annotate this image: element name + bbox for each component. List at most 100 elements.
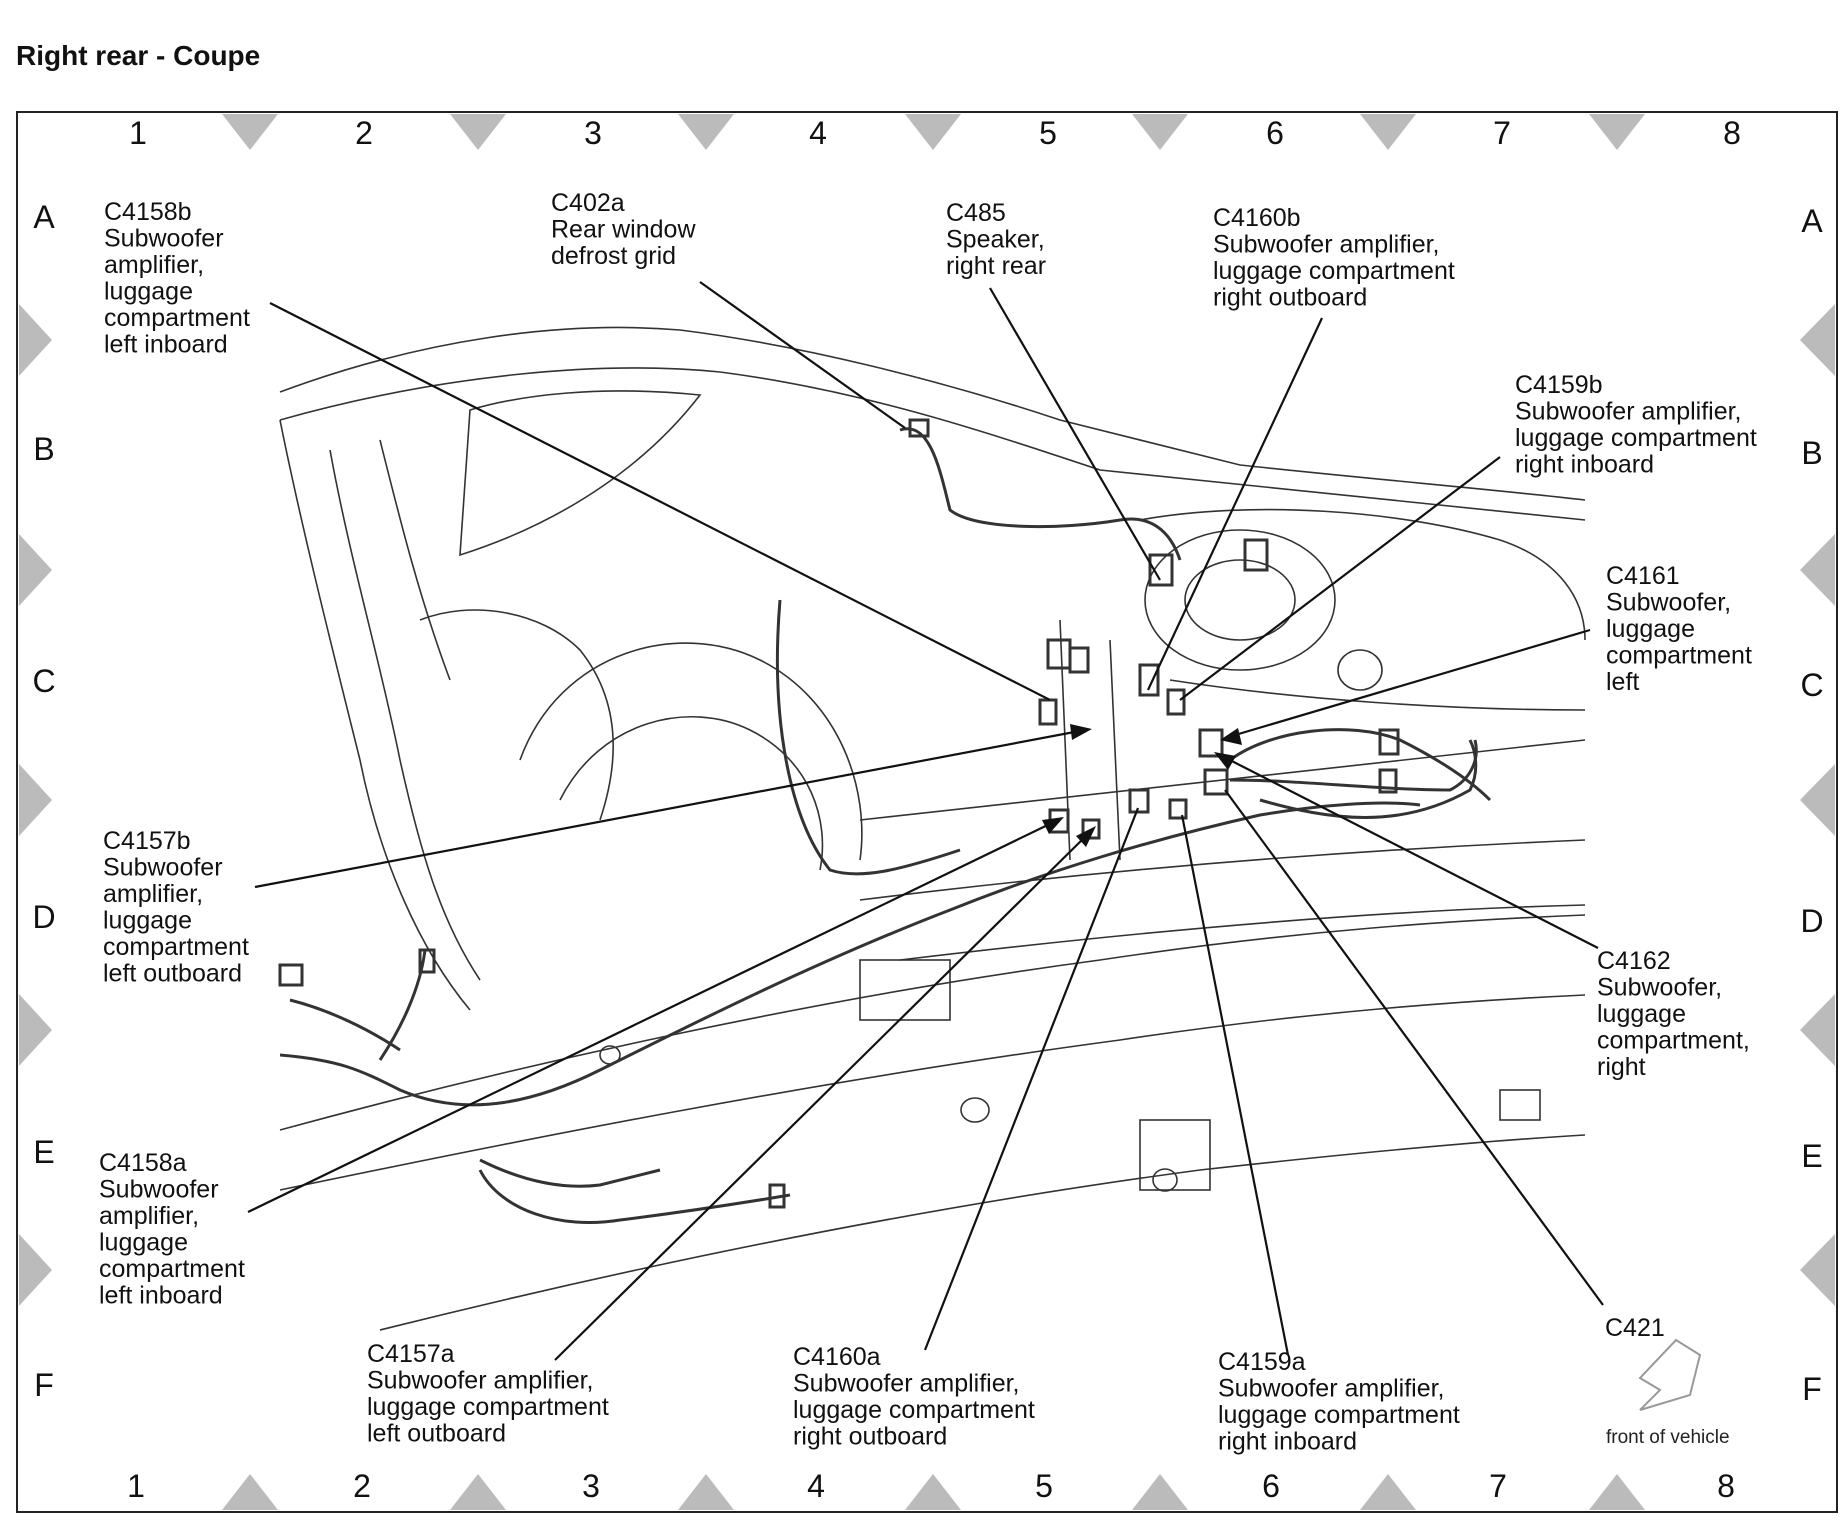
left-quarter-panel — [279, 419, 471, 1011]
grid-marker-left — [19, 304, 52, 376]
callout-description-line: right outboard — [1213, 284, 1367, 312]
callout-description-line: Subwoofer — [104, 225, 224, 253]
grid-row-left-C: C — [32, 663, 55, 699]
grid-marker-top — [905, 114, 961, 150]
leader-c4158a — [247, 819, 1059, 1213]
callout-description-line: left outboard — [103, 960, 242, 988]
grid-column-top-1: 1 — [129, 115, 147, 151]
leader-c4160a — [923, 807, 1140, 1351]
rear-window-glass — [459, 390, 702, 557]
grid-column-bottom-2: 2 — [353, 1468, 371, 1504]
leader-lines — [247, 281, 1604, 1361]
callout-description-line: left outboard — [367, 1420, 506, 1448]
arrowhead-c4157b — [1070, 724, 1092, 740]
grid-column-top-8: 8 — [1723, 115, 1741, 151]
callout-description-line: compartment — [103, 933, 249, 961]
grid-column-bottom-3: 3 — [582, 1468, 600, 1504]
callout-c4158a: C4158aSubwooferamplifier,luggagecompartm… — [99, 1149, 245, 1310]
callout-description-line: luggage — [99, 1229, 188, 1257]
wiring-harness — [278, 418, 1492, 1225]
grid-row-right-C: C — [1800, 667, 1823, 703]
callout-description-line: amplifier, — [99, 1202, 199, 1230]
grid-marker-bottom — [1589, 1474, 1645, 1510]
callout-description-line: luggage compartment — [367, 1393, 609, 1421]
callout-description-line: luggage compartment — [1218, 1401, 1460, 1429]
leader-c421 — [1224, 789, 1604, 1306]
callout-c4157b: C4157bSubwooferamplifier,luggagecompartm… — [103, 827, 249, 988]
callout-description-line: amplifier, — [103, 880, 203, 908]
rear-window-outline — [279, 326, 1586, 501]
grid-row-right-B: B — [1801, 435, 1822, 471]
diagram-frame — [16, 111, 1838, 1513]
luggage-floor — [279, 914, 1586, 1131]
grid-marker-left — [19, 534, 52, 606]
grid-row-right-D: D — [1800, 903, 1823, 939]
left-inner-panel — [329, 449, 481, 981]
leader-c485 — [989, 287, 1161, 581]
callout-description-line: luggage compartment — [793, 1396, 1035, 1424]
grid-marker-top — [1132, 114, 1188, 150]
callout-code: C4158a — [99, 1149, 187, 1177]
grid-row-left-F: F — [34, 1367, 54, 1403]
grid-marker-right — [1800, 994, 1835, 1066]
page-title: Right rear - Coupe — [16, 40, 261, 71]
callout-description-line: Subwoofer amplifier, — [1213, 231, 1440, 259]
callout-description-line: Subwoofer — [99, 1176, 219, 1204]
leader-c402a — [699, 281, 906, 429]
wheel-housing — [519, 642, 863, 861]
grid-column-top-2: 2 — [355, 115, 373, 151]
grid-column-bottom-8: 8 — [1717, 1468, 1735, 1504]
front-of-vehicle-note: front of vehicle — [1606, 1427, 1730, 1448]
speaker-housing — [1144, 529, 1336, 671]
grid-column-bottom-4: 4 — [807, 1468, 825, 1504]
grid-row-left-D: D — [32, 899, 55, 935]
grid-row-right-F: F — [1802, 1371, 1822, 1407]
callout-description-line: compartment — [99, 1255, 245, 1283]
leader-c4157b — [254, 728, 1086, 889]
callout-description-line: left inboard — [104, 331, 228, 359]
callout-code: C4157a — [367, 1340, 455, 1368]
grid-marker-bottom — [222, 1474, 278, 1510]
callout-description-line: right inboard — [1515, 451, 1654, 479]
callout-description-line: Rear window — [551, 216, 696, 244]
callout-c421: C421 — [1605, 1314, 1665, 1342]
grid-column-top-3: 3 — [584, 115, 602, 151]
leader-c4161 — [1224, 628, 1591, 740]
grid-column-bottom-7: 7 — [1489, 1468, 1507, 1504]
callout-description-line: luggage — [1606, 615, 1695, 643]
callout-code: C4159a — [1218, 1348, 1306, 1376]
callout-code: C4160a — [793, 1343, 881, 1371]
luggage-compartment-drawing — [279, 326, 1586, 1331]
grid-marker-bottom — [450, 1474, 506, 1510]
grid-column-bottom-1: 1 — [127, 1468, 145, 1504]
callout-description-line: compartment, — [1597, 1027, 1750, 1055]
grid-row-left-B: B — [33, 431, 54, 467]
grid-marker-bottom — [678, 1474, 734, 1510]
callout-description-line: left — [1606, 668, 1639, 696]
arrowhead-c4158a — [1042, 817, 1064, 834]
callout-description-line: defrost grid — [551, 242, 676, 270]
callout-code: C485 — [946, 199, 1006, 227]
grid-marker-top — [1360, 114, 1416, 150]
harness-left-upper — [378, 949, 427, 1061]
callout-description-line: right rear — [946, 252, 1046, 280]
harness-upper-branch — [775, 599, 961, 876]
callout-description-line: Subwoofer amplifier, — [793, 1370, 1020, 1398]
grid-marker-bottom — [1132, 1474, 1188, 1510]
connector-block — [1046, 638, 1072, 670]
callout-description-line: Speaker, — [946, 226, 1045, 254]
grid-column-top-5: 5 — [1039, 115, 1057, 151]
grid-marker-top — [678, 114, 734, 150]
front-of-vehicle-arrow-icon — [1638, 1338, 1702, 1411]
callout-description-line: Subwoofer amplifier, — [1515, 398, 1742, 426]
callout-description-line: right outboard — [793, 1423, 947, 1451]
callout-code: C4157b — [103, 827, 191, 855]
